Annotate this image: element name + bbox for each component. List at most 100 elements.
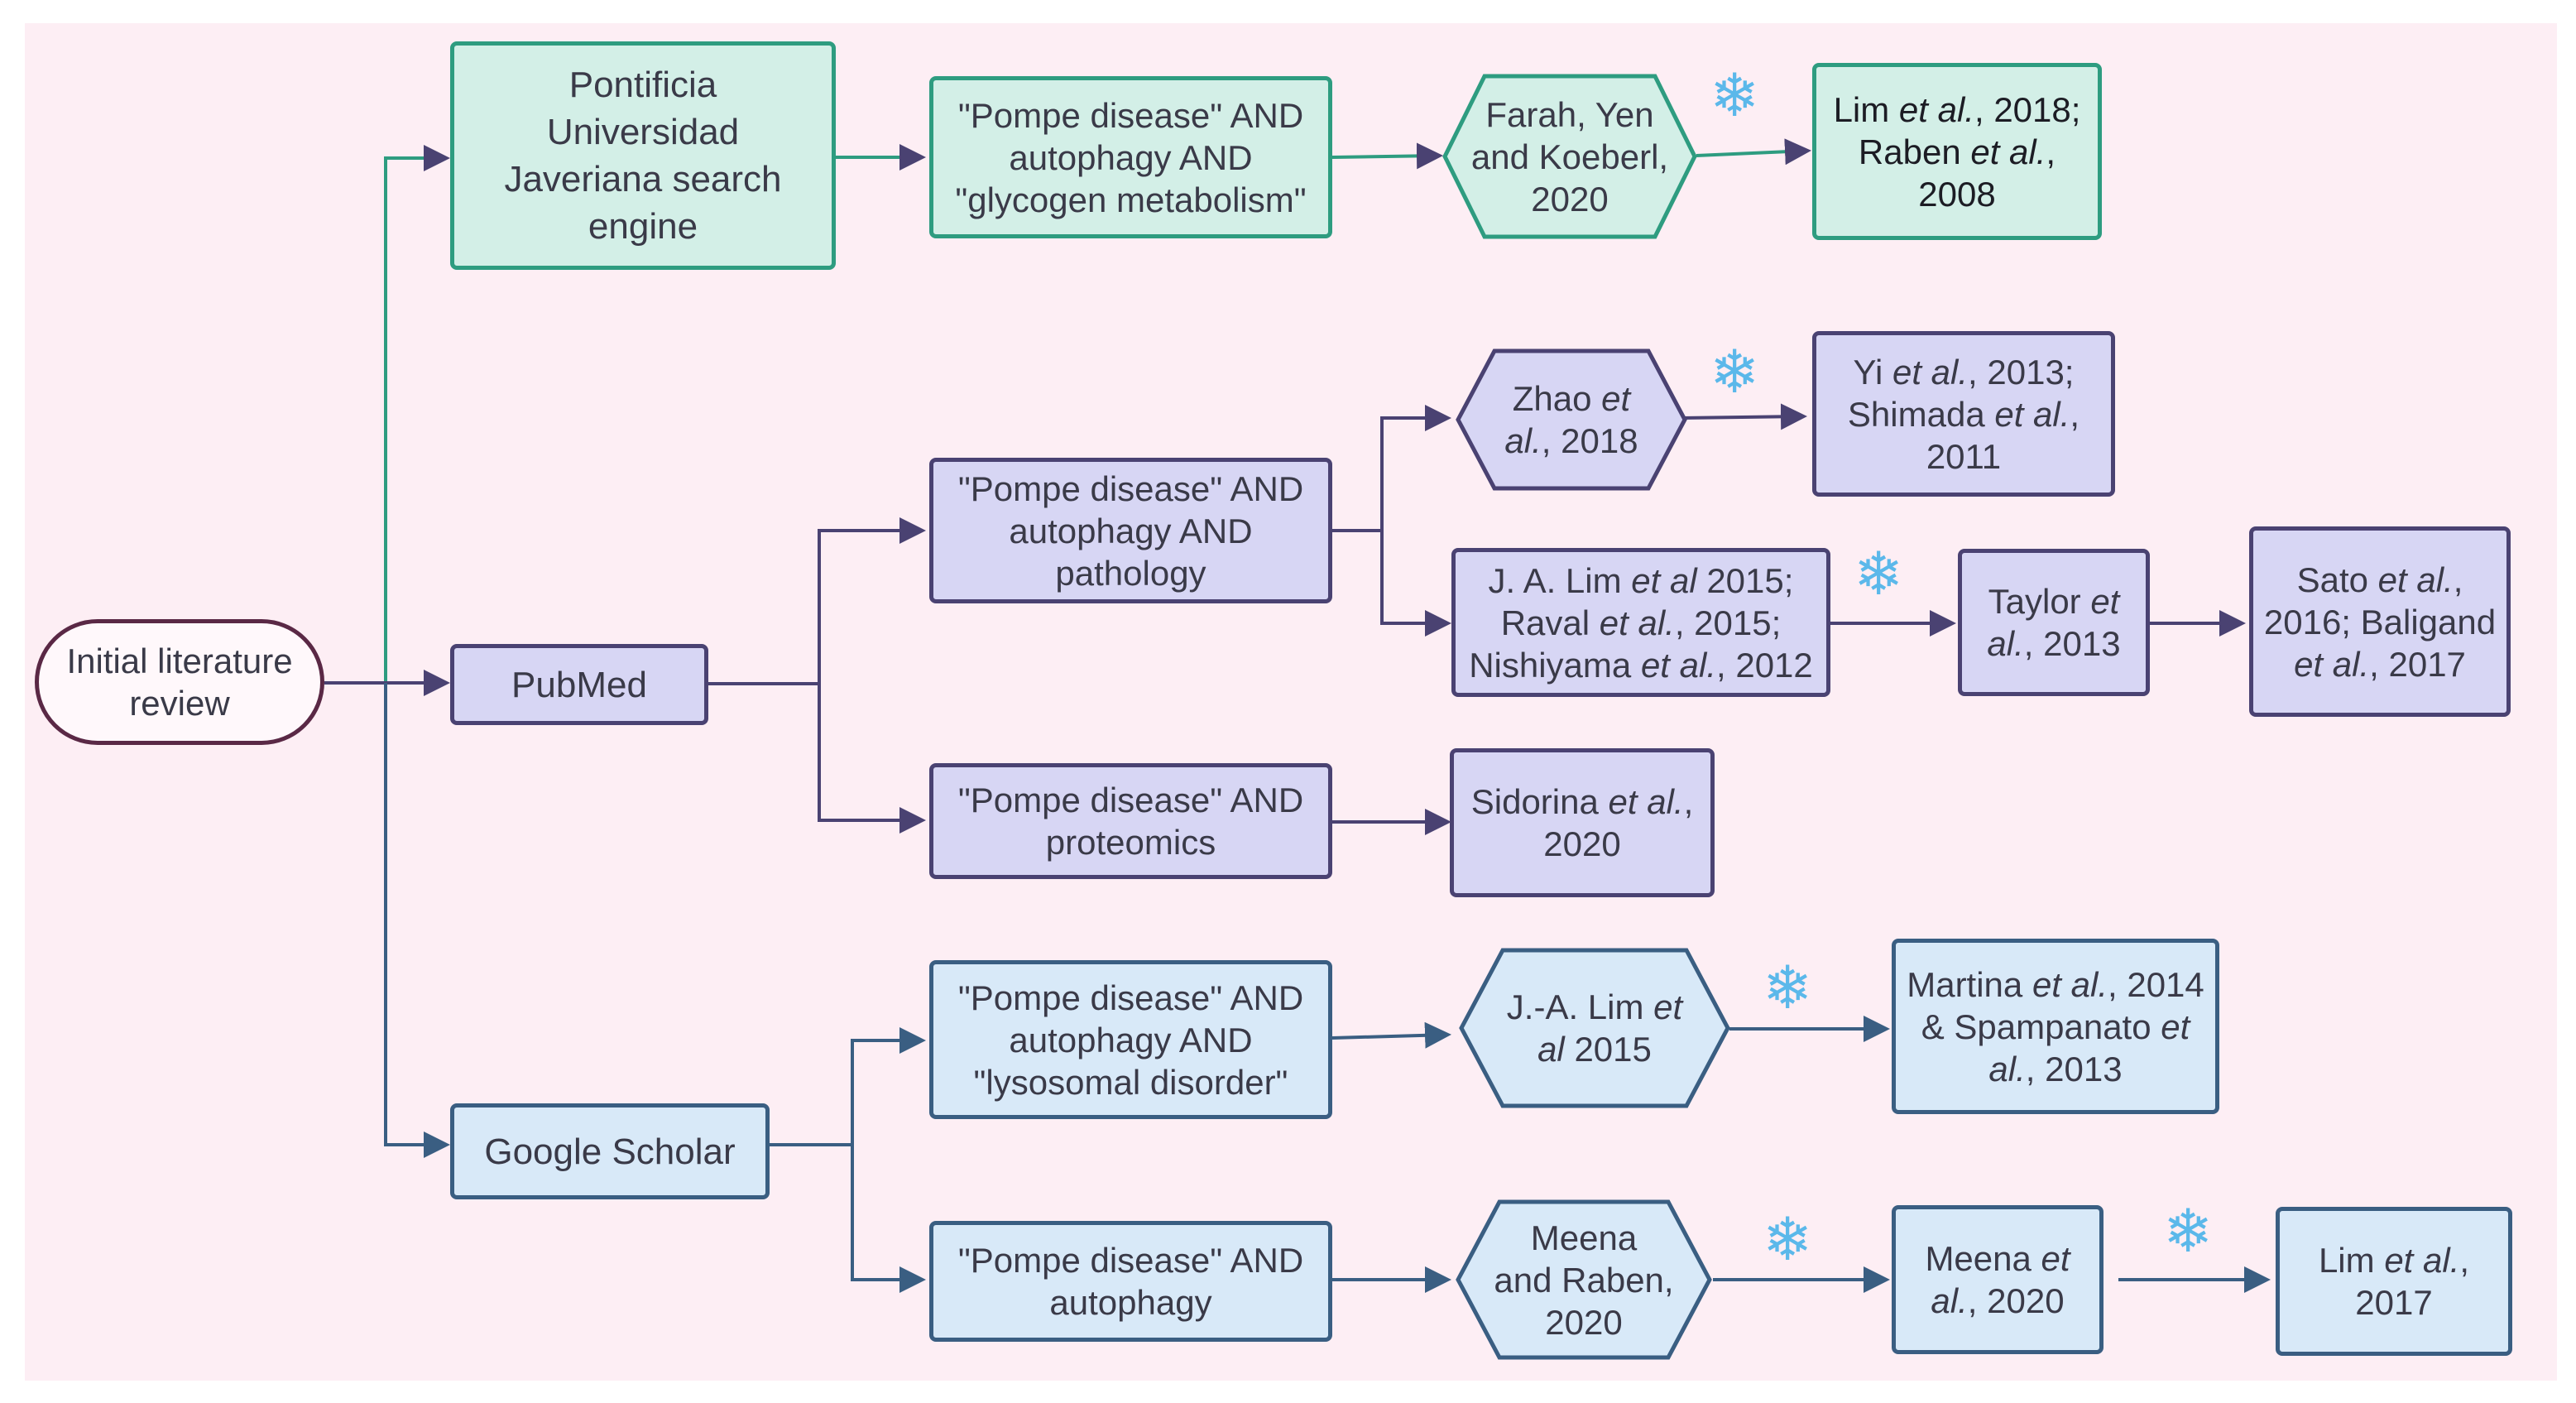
ref-meena2020: Meena et al., 2020 bbox=[1892, 1205, 2103, 1354]
text-fragment: Taylor bbox=[1988, 582, 2091, 621]
text-fragment: et al. bbox=[2032, 964, 2108, 1004]
text-fragment: , 2018; bbox=[1974, 89, 2081, 129]
edge-q2-jalim bbox=[1380, 531, 1451, 637]
source-google-scholar: Google Scholar bbox=[450, 1103, 770, 1199]
text-fragment: 2020 bbox=[1543, 824, 1621, 863]
text-fragment: , 2015; bbox=[1674, 603, 1782, 642]
text-fragment: et al. bbox=[1898, 89, 1974, 129]
text-fragment: et al. bbox=[2384, 1241, 2460, 1280]
text-fragment: J. A. Lim bbox=[1488, 560, 1632, 600]
text-fragment: et al bbox=[1631, 560, 1697, 600]
q4-line2: autophagy AND bbox=[1009, 1020, 1253, 1059]
text-fragment: , 2020 bbox=[1967, 1281, 2065, 1320]
text-fragment: , 2013; bbox=[1968, 352, 2075, 392]
text-fragment: et al. bbox=[1608, 782, 1684, 821]
text-fragment: et al. bbox=[1640, 645, 1716, 685]
root-initial-literature-review: Initial literature review bbox=[35, 619, 324, 745]
text-fragment: et bbox=[2041, 1239, 2070, 1278]
text-fragment: , 2017 bbox=[2369, 644, 2466, 684]
ref-sidorina: Sidorina et al.,2020 bbox=[1450, 748, 1715, 897]
text-fragment: Martina bbox=[1907, 964, 2032, 1004]
text-fragment: et al. bbox=[1892, 352, 1969, 392]
text-fragment: 2016; Baligand bbox=[2263, 602, 2497, 641]
text-fragment: et bbox=[1601, 379, 1631, 418]
text-fragment: , 2013 bbox=[2023, 624, 2121, 663]
text-fragment: , 2014 bbox=[2108, 964, 2204, 1004]
snowflake-icon: ❄ bbox=[1710, 63, 1760, 129]
ref-lim2018: Lim et al., 2018;Raben et al.,2008 bbox=[1812, 63, 2102, 240]
snowflake-icon: ❄ bbox=[1763, 1207, 1813, 1273]
text-fragment: et bbox=[2161, 1007, 2190, 1046]
text-fragment: 2011 bbox=[1926, 436, 2002, 476]
text-fragment: al. bbox=[1987, 624, 2024, 663]
text-fragment: , 2013 bbox=[2025, 1049, 2123, 1088]
connector-layer bbox=[324, 138, 2271, 1293]
text-fragment: et al. bbox=[1994, 394, 2070, 434]
scholar-label: Google Scholar bbox=[484, 1131, 736, 1172]
text-fragment: et al. bbox=[1599, 603, 1675, 642]
edge-pubmed-q2 bbox=[708, 517, 926, 685]
text-fragment: et bbox=[1653, 987, 1683, 1026]
text-fragment: Lim bbox=[2318, 1241, 2385, 1280]
text-fragment: al. bbox=[1931, 1281, 1968, 1320]
root-line2: review bbox=[129, 684, 230, 723]
root-line1: Initial literature bbox=[66, 641, 293, 680]
source-pubmed: PubMed bbox=[450, 644, 708, 725]
edge-scholar-q4 bbox=[770, 1027, 926, 1146]
text-fragment: 2020 bbox=[1545, 1302, 1623, 1342]
pujse-line4: engine bbox=[588, 206, 698, 247]
pubmed-label: PubMed bbox=[511, 664, 647, 705]
text-fragment: 2015 bbox=[1564, 1030, 1652, 1069]
text-fragment: Yi bbox=[1853, 352, 1892, 392]
q1-line3: "glycogen metabolism" bbox=[955, 180, 1307, 219]
text-fragment: 2015; bbox=[1696, 560, 1794, 600]
q5-line2: autophagy bbox=[1049, 1283, 1212, 1322]
text-fragment: & Spampanato bbox=[1921, 1007, 2161, 1046]
text-fragment: Sato bbox=[2296, 560, 2378, 599]
edge-root-pujse bbox=[324, 145, 450, 685]
text-fragment: , bbox=[2459, 1241, 2470, 1280]
q4-line3: "lysosomal disorder" bbox=[973, 1062, 1288, 1102]
text-fragment: 2008 bbox=[1918, 174, 1996, 214]
q4-line1: "Pompe disease" AND bbox=[957, 978, 1304, 1017]
edge-farah-lim2018 bbox=[1696, 138, 1811, 166]
text-fragment: , bbox=[1683, 782, 1694, 821]
text-fragment: , bbox=[2070, 394, 2080, 434]
text-fragment: Nishiyama bbox=[1469, 645, 1641, 685]
ref-jalim: J. A. Lim et al 2015;Raval et al., 2015;… bbox=[1451, 548, 1830, 697]
text-fragment: J.-A. Lim bbox=[1506, 987, 1654, 1026]
ref-lim2017: Lim et al., 2017 bbox=[2276, 1207, 2512, 1356]
text-fragment: , 2012 bbox=[1716, 645, 1813, 685]
text-fragment: Lim bbox=[1833, 89, 1899, 129]
text-fragment: , 2018 bbox=[1541, 421, 1638, 460]
text-fragment: al bbox=[1537, 1030, 1565, 1069]
edge-q2-zhao bbox=[1332, 405, 1451, 532]
text-fragment: , bbox=[2046, 132, 2056, 171]
q3-line2: proteomics bbox=[1045, 823, 1216, 862]
text-fragment: 2020 bbox=[1531, 179, 1609, 219]
text-fragment: and Raben, bbox=[1494, 1260, 1674, 1300]
text-fragment: Meena bbox=[1925, 1239, 2041, 1278]
q2-line1: "Pompe disease" AND bbox=[957, 468, 1304, 508]
text-fragment: 2017 bbox=[2355, 1283, 2433, 1322]
jalim2015-label: J.-A. Lim et al 2015 bbox=[1458, 947, 1731, 1109]
pujse-line2: Universidad bbox=[546, 112, 740, 152]
edge-root-scholar bbox=[384, 683, 450, 1158]
edge-scholar-q5 bbox=[851, 1145, 926, 1293]
text-fragment: et al. bbox=[2294, 644, 2370, 684]
